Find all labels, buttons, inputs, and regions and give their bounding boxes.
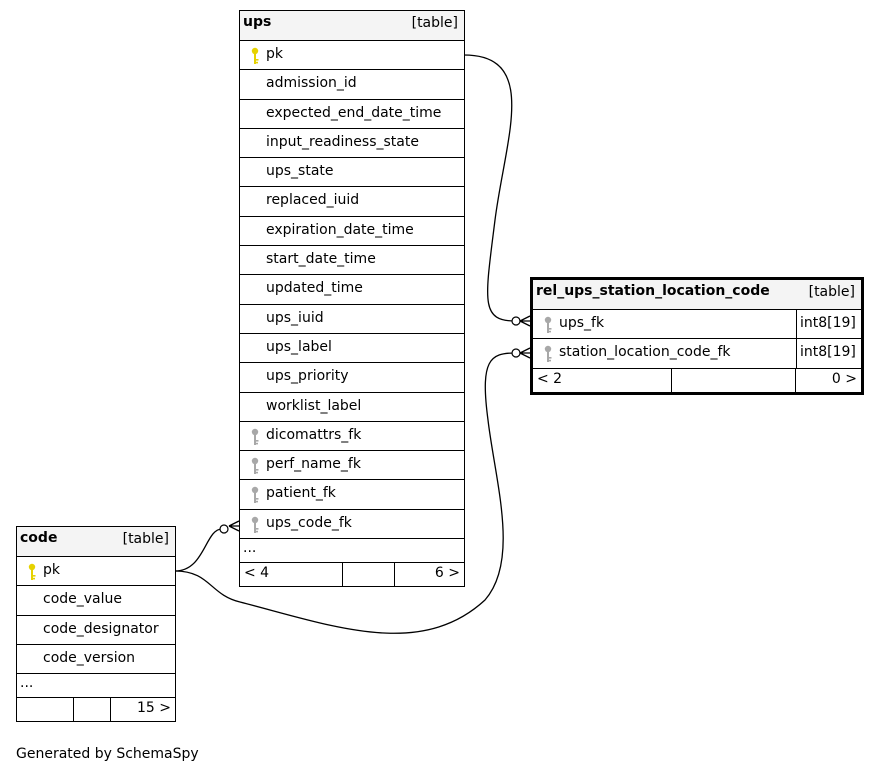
column-name: ups_fk <box>559 315 605 331</box>
column-row-updated-time[interactable]: updated_time <box>240 275 464 305</box>
table-kind: [table] <box>122 531 169 547</box>
table-footer: < 4 6 > <box>240 563 464 587</box>
column-name: ups_priority <box>266 368 349 385</box>
column-row-expiration-date-time[interactable]: expiration_date_time <box>240 217 464 247</box>
column-row-ups-fk[interactable]: ups_fk int8[19] <box>533 310 861 340</box>
column-name: expiration_date_time <box>266 221 414 238</box>
column-name: code_designator <box>43 620 159 637</box>
column-name: code_version <box>43 649 136 666</box>
table-footer: 15 > <box>17 698 175 722</box>
column-type: int8[19] <box>800 315 856 331</box>
column-row-replaced-iuid[interactable]: replaced_iuid <box>240 187 464 217</box>
column-row-input-readiness-state[interactable]: input_readiness_state <box>240 129 464 159</box>
column-name: input_readiness_state <box>266 133 419 150</box>
ups-table-header[interactable]: ups [table] <box>240 11 464 41</box>
relation-code-to-ups <box>174 528 223 572</box>
column-name: start_date_time <box>266 251 376 268</box>
column-name: ups_iuid <box>266 309 324 326</box>
column-row-worklist-label[interactable]: worklist_label <box>240 393 464 422</box>
ups-table[interactable]: ups [table] pk admission_id expected_end_d… <box>239 10 465 588</box>
column-name: dicomattrs_fk <box>266 426 362 443</box>
column-name: station_location_code_fk <box>559 344 731 361</box>
parents-count: < 2 <box>537 370 563 387</box>
table-name: rel_ups_station_location_code <box>536 283 770 299</box>
column-row-ups-priority[interactable]: ups_priority <box>240 363 464 393</box>
table-footer: < 2 0 > <box>533 368 861 392</box>
column-row-perf-name-fk[interactable]: perf_name_fk <box>240 451 464 481</box>
column-name: expected_end_date_time <box>266 104 442 121</box>
column-name: replaced_iuid <box>266 192 360 209</box>
column-name: ups_state <box>266 163 334 180</box>
more-columns: ... <box>17 674 175 699</box>
column-row-patient-fk[interactable]: patient_fk <box>240 480 464 510</box>
children-count: 0 > <box>831 370 857 387</box>
column-name: perf_name_fk <box>266 456 361 473</box>
column-type: int8[19] <box>800 344 856 361</box>
more-columns: ... <box>240 539 464 564</box>
relation-crowfoot-marker <box>228 520 240 532</box>
table-kind: [table] <box>808 284 855 300</box>
rel-table-header[interactable]: rel_ups_station_location_code [table] <box>533 280 861 310</box>
column-row-ups-label[interactable]: ups_label <box>240 334 464 364</box>
column-name: updated_time <box>266 280 363 297</box>
relation-crowfoot-marker <box>519 347 531 359</box>
code-table[interactable]: code [table] pk code_value code_designator… <box>16 526 176 723</box>
column-row-code-version[interactable]: code_version <box>17 645 175 675</box>
column-row-start-date-time[interactable]: start_date_time <box>240 246 464 276</box>
column-row-ups-iuid[interactable]: ups_iuid <box>240 305 464 334</box>
code-table-header[interactable]: code [table] <box>17 527 175 557</box>
relation-crowfoot-marker <box>519 315 531 327</box>
column-row-code-value[interactable]: code_value <box>17 586 175 616</box>
column-name: pk <box>266 46 283 62</box>
column-row-pk[interactable]: pk <box>17 557 175 587</box>
column-row-ups-code-fk[interactable]: ups_code_fk <box>240 510 464 540</box>
children-count: 6 > <box>434 565 460 582</box>
column-row-pk[interactable]: pk <box>240 41 464 71</box>
table-kind: [table] <box>411 15 458 31</box>
column-name: ups_label <box>266 338 332 355</box>
column-row-ups-state[interactable]: ups_state <box>240 158 464 188</box>
generator-note: Generated by SchemaSpy <box>16 746 199 762</box>
children-count: 15 > <box>137 700 171 717</box>
table-name: code <box>20 530 58 546</box>
column-name: admission_id <box>266 75 357 92</box>
relation-ups-to-rel <box>463 54 516 322</box>
column-name: ups_code_fk <box>266 514 352 531</box>
table-name: ups <box>243 14 272 30</box>
column-name: worklist_label <box>266 397 362 414</box>
parents-count: < 4 <box>244 565 270 582</box>
column-name: code_value <box>43 591 123 608</box>
relation-code-to-rel <box>174 352 516 634</box>
relation-optional-marker <box>511 348 521 358</box>
column-name: patient_fk <box>266 485 336 502</box>
relation-optional-marker <box>511 316 521 326</box>
column-row-code-designator[interactable]: code_designator <box>17 616 175 645</box>
column-row-admission-id[interactable]: admission_id <box>240 70 464 100</box>
column-name: pk <box>43 562 60 578</box>
relation-optional-marker <box>219 524 229 534</box>
column-row-expected-end-date-time[interactable]: expected_end_date_time <box>240 100 464 129</box>
rel-ups-station-location-code-table[interactable]: rel_ups_station_location_code [table] up… <box>530 277 864 395</box>
column-row-dicomattrs-fk[interactable]: dicomattrs_fk <box>240 422 464 452</box>
column-row-station-location-code-fk[interactable]: station_location_code_fk int8[19] <box>533 339 861 369</box>
